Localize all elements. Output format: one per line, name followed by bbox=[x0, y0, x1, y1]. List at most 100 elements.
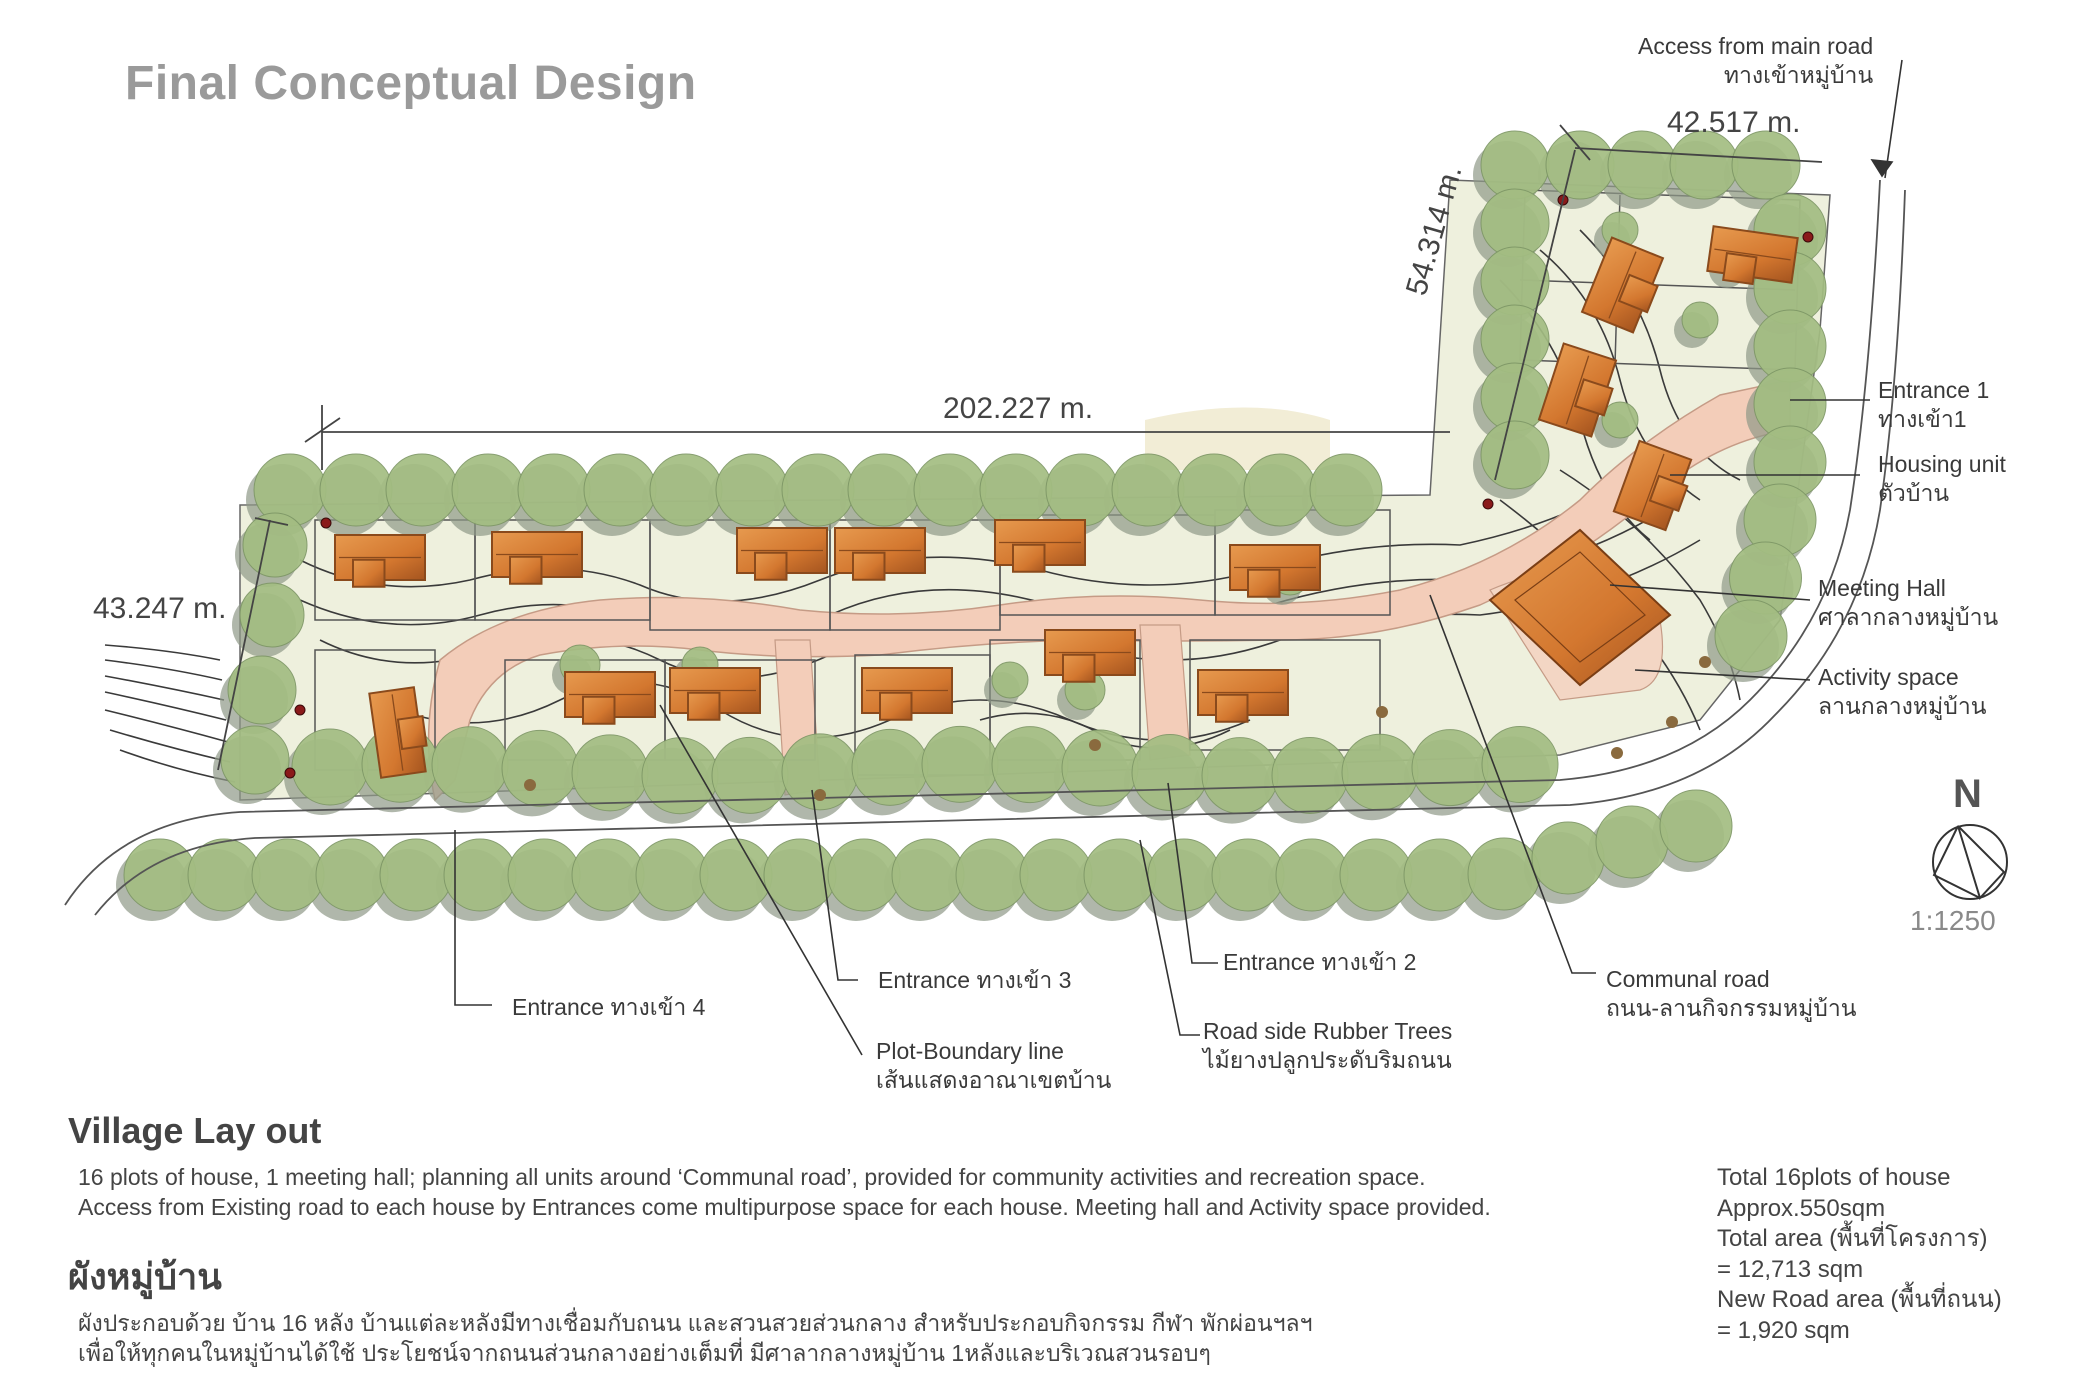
tree bbox=[187, 838, 261, 912]
tree bbox=[1339, 838, 1413, 912]
existing-road bbox=[64, 179, 1881, 906]
tree bbox=[851, 728, 929, 806]
tree bbox=[891, 838, 965, 912]
house bbox=[564, 671, 656, 725]
tree bbox=[1275, 838, 1349, 912]
label-entrance-2: Entrance ทางเข้า 2 bbox=[1223, 949, 1417, 975]
tree bbox=[315, 838, 389, 912]
tree bbox=[123, 838, 197, 912]
tree bbox=[1061, 729, 1139, 807]
tree bbox=[711, 736, 789, 814]
tree bbox=[1714, 599, 1788, 673]
house bbox=[861, 667, 953, 721]
tree-trunks bbox=[524, 656, 1711, 801]
thai-heading: ผังหมู่บ้าน bbox=[68, 1256, 222, 1297]
tree bbox=[781, 453, 855, 527]
site-backdrop bbox=[1145, 407, 1330, 470]
tree bbox=[1177, 453, 1251, 527]
tree bbox=[991, 661, 1029, 699]
tree bbox=[913, 453, 987, 527]
tree bbox=[699, 838, 773, 912]
house bbox=[1706, 225, 1799, 286]
tree bbox=[921, 725, 999, 803]
page-title: Final Conceptual Design bbox=[125, 57, 697, 110]
house bbox=[491, 531, 583, 585]
tree bbox=[1309, 453, 1383, 527]
house bbox=[669, 667, 761, 721]
house bbox=[1580, 236, 1665, 334]
north-letter: N bbox=[1953, 772, 1982, 816]
tree bbox=[1211, 838, 1285, 912]
tree bbox=[517, 453, 591, 527]
tree bbox=[1019, 838, 1093, 912]
tree bbox=[1467, 837, 1541, 911]
housing-units bbox=[334, 225, 1799, 779]
tree bbox=[1083, 838, 1157, 912]
tree bbox=[239, 582, 305, 648]
house bbox=[994, 519, 1086, 573]
house bbox=[368, 686, 428, 779]
tree bbox=[1243, 453, 1317, 527]
tree bbox=[827, 838, 901, 912]
house bbox=[1612, 439, 1693, 532]
project-stats: Total 16plots of house Approx.550sqm Tot… bbox=[1717, 1164, 2002, 1344]
dimension-width-north-arm: 42.517 m. bbox=[1667, 106, 1801, 139]
tree bbox=[451, 453, 525, 527]
scale-text: 1:1250 bbox=[1910, 905, 1996, 936]
house bbox=[834, 527, 926, 581]
tree bbox=[571, 734, 649, 812]
tree bbox=[1480, 420, 1550, 490]
tree bbox=[847, 453, 921, 527]
tree bbox=[635, 838, 709, 912]
house bbox=[334, 534, 426, 588]
tree bbox=[955, 838, 1029, 912]
dimension-length-main: 202.227 m. bbox=[943, 392, 1094, 425]
tree bbox=[1607, 130, 1677, 200]
tree bbox=[1403, 838, 1477, 912]
tree bbox=[1545, 130, 1615, 200]
thai-description: ผังประกอบด้วย บ้าน 16 หลัง บ้านแต่ละหลัง… bbox=[78, 1310, 1313, 1366]
tree bbox=[220, 725, 290, 795]
tree-canopy bbox=[116, 130, 1827, 921]
tree bbox=[1111, 453, 1185, 527]
house bbox=[736, 527, 828, 581]
tree bbox=[1595, 805, 1669, 879]
tree bbox=[251, 838, 325, 912]
existing-road-inner bbox=[94, 189, 1906, 916]
house bbox=[1537, 342, 1618, 438]
tree bbox=[571, 838, 645, 912]
tree bbox=[291, 728, 369, 806]
tree bbox=[1411, 729, 1489, 807]
tree bbox=[1201, 737, 1279, 815]
tree bbox=[1669, 130, 1739, 200]
tree bbox=[583, 453, 657, 527]
tree bbox=[1601, 401, 1639, 439]
meeting-hall bbox=[1488, 528, 1672, 687]
tree bbox=[991, 726, 1069, 804]
house bbox=[1229, 544, 1321, 598]
north-compass bbox=[1932, 824, 2008, 900]
tree bbox=[385, 453, 459, 527]
tree bbox=[1659, 789, 1733, 863]
house bbox=[1044, 629, 1136, 683]
tree bbox=[649, 453, 723, 527]
layout-heading: Village Lay out bbox=[68, 1110, 322, 1151]
tree bbox=[763, 838, 837, 912]
leader-lines bbox=[454, 59, 1903, 1056]
layout-description: 16 plots of house, 1 meeting hall; plann… bbox=[78, 1164, 1491, 1220]
dimension-width-west: 43.247 m. bbox=[93, 592, 227, 625]
tree bbox=[227, 655, 297, 725]
tree bbox=[1045, 453, 1119, 527]
site-markers bbox=[284, 194, 1814, 779]
tree bbox=[507, 838, 581, 912]
tree bbox=[1681, 301, 1719, 339]
tree bbox=[242, 512, 308, 578]
tree bbox=[1341, 733, 1419, 811]
